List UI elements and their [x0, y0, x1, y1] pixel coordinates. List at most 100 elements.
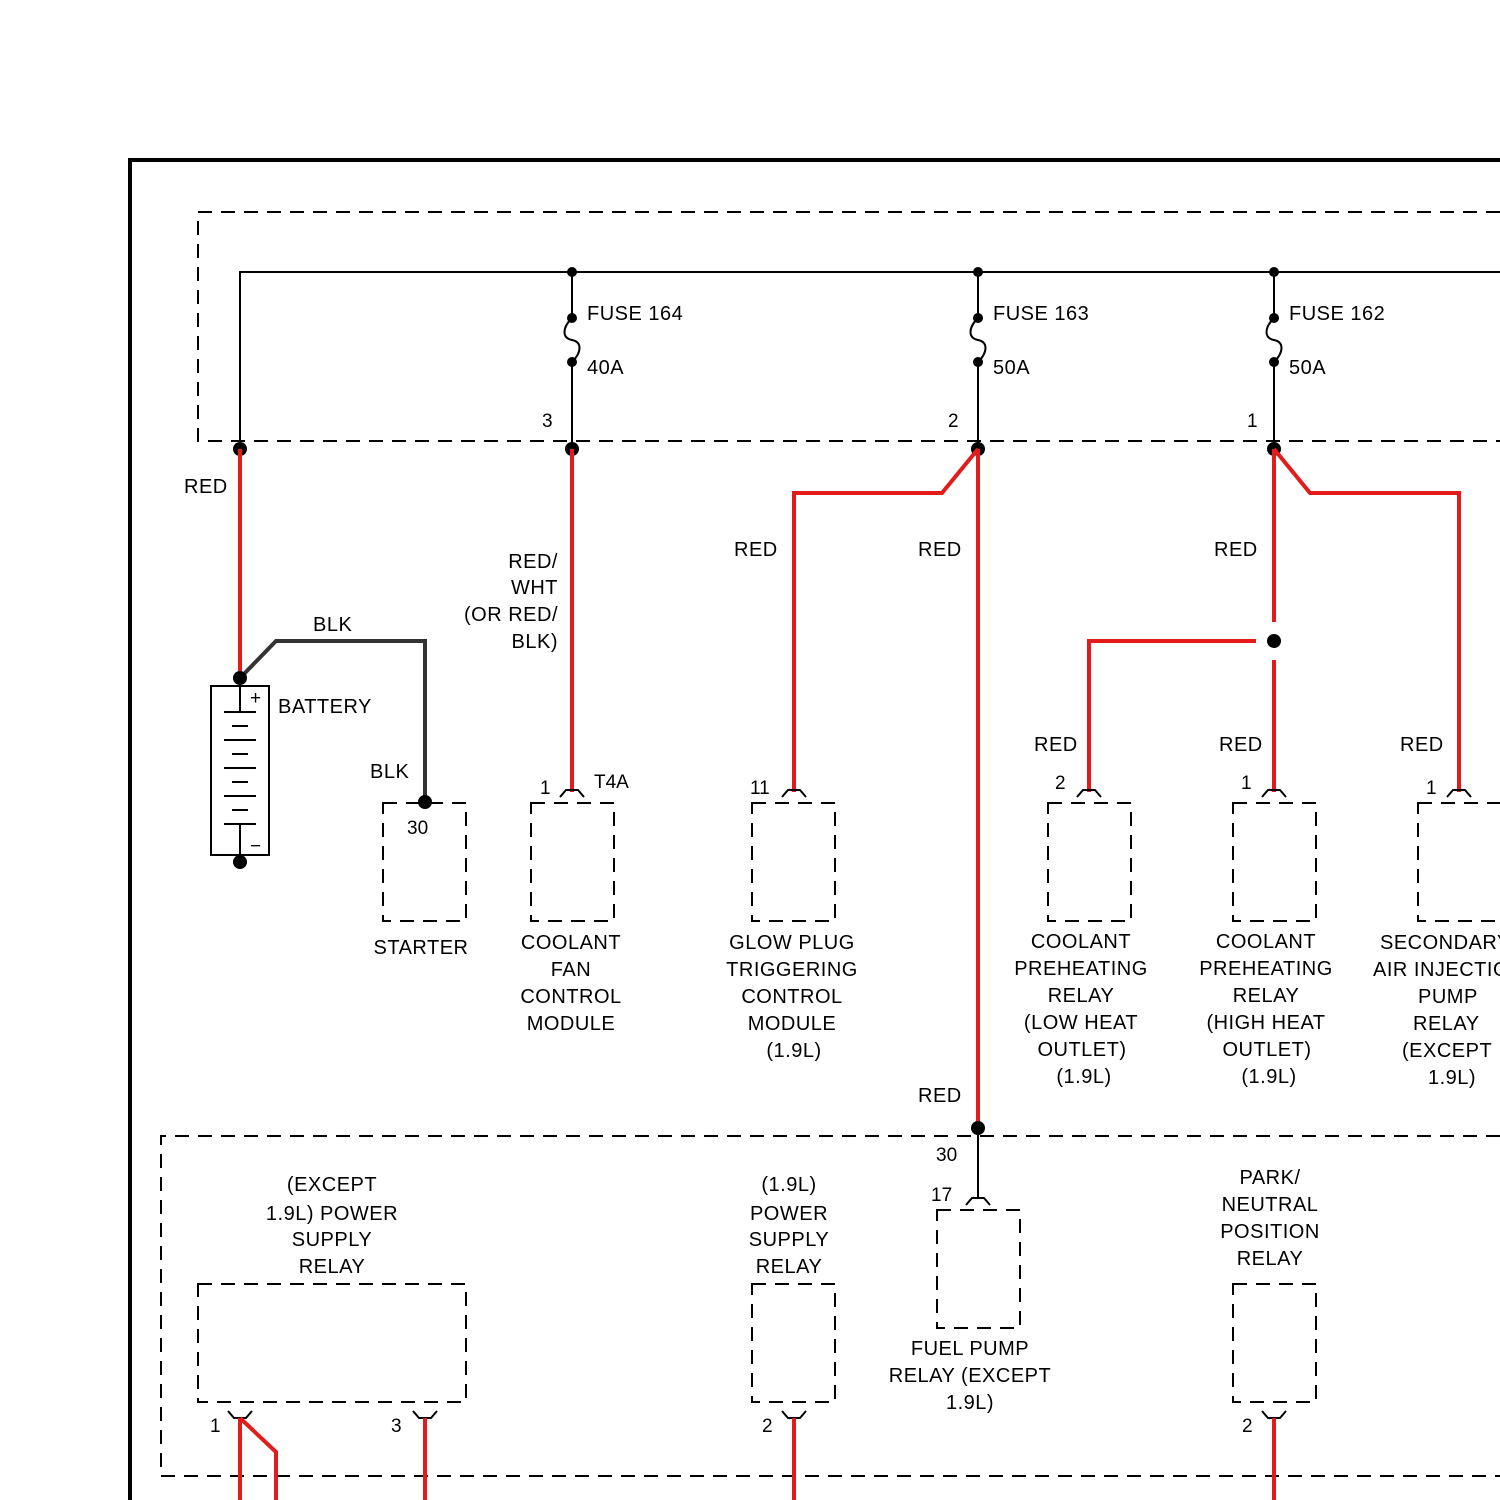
sec-air-wire-label: RED: [1400, 734, 1444, 756]
fuse-163: FUSE 163 50A 2: [948, 272, 1089, 449]
fuse162-wire-label: RED: [1214, 539, 1258, 561]
park-neutral-relay: PARK/ NEUTRAL POSITION RELAY 2: [1220, 1167, 1320, 1437]
svg-text:RED/: RED/: [508, 551, 558, 573]
svg-text:PREHEATING: PREHEATING: [1199, 958, 1333, 980]
svg-text:AIR INJECTION: AIR INJECTION: [1373, 959, 1500, 981]
glow-plug-wire-label: RED: [734, 539, 778, 561]
svg-text:SUPPLY: SUPPLY: [292, 1229, 372, 1251]
wire-blk-label-starter: BLK: [370, 761, 409, 783]
svg-text:OUTLET): OUTLET): [1222, 1039, 1311, 1061]
fuse-162-terminal: 1: [1247, 411, 1258, 432]
svg-text:CONTROL: CONTROL: [520, 986, 621, 1008]
svg-text:(1.9L): (1.9L): [761, 1174, 816, 1196]
svg-text:(1.9L): (1.9L): [1056, 1066, 1111, 1088]
fuse-162-rating: 50A: [1289, 357, 1326, 379]
svg-text:(EXCEPT: (EXCEPT: [1402, 1040, 1492, 1062]
svg-text:RELAY: RELAY: [1237, 1248, 1304, 1270]
battery: + − BATTERY: [211, 686, 372, 869]
svg-text:POWER: POWER: [750, 1203, 828, 1225]
fuse-162-name: FUSE 162: [1289, 303, 1385, 325]
svg-text:COOLANT: COOLANT: [1031, 931, 1131, 953]
svg-text:PUMP: PUMP: [1418, 986, 1478, 1008]
battery-minus: −: [250, 836, 261, 857]
fuse-164-terminal: 3: [542, 411, 553, 432]
svg-text:MODULE: MODULE: [527, 1013, 616, 1035]
svg-text:PREHEATING: PREHEATING: [1014, 958, 1148, 980]
fuse163-wire-label: RED: [918, 539, 962, 561]
wire-power-supply-except-1b: [240, 1418, 276, 1500]
svg-text:(OR RED/: (OR RED/: [464, 604, 558, 626]
svg-text:RELAY: RELAY: [299, 1256, 366, 1278]
svg-text:CONTROL: CONTROL: [741, 986, 842, 1008]
coolant-preheating-relay-low: 2 COOLANT PREHEATING RELAY (LOW HEAT OUT…: [1014, 773, 1148, 1088]
fuel-pump-wire-label: RED: [918, 1085, 962, 1107]
high-heat-wire-label: RED: [1219, 734, 1263, 756]
secondary-air-pump-relay: 1 SECONDARY AIR INJECTION PUMP RELAY (EX…: [1373, 778, 1500, 1089]
starter-label: STARTER: [374, 937, 469, 959]
svg-text:(1.9L): (1.9L): [1241, 1066, 1296, 1088]
fuse-164-rating: 40A: [587, 357, 624, 379]
svg-text:(HIGH HEAT: (HIGH HEAT: [1206, 1012, 1325, 1034]
fuse-162: FUSE 162 50A 1: [1247, 272, 1385, 449]
fuel-pump-pin: 17: [931, 1185, 952, 1206]
svg-text:NEUTRAL: NEUTRAL: [1222, 1194, 1319, 1216]
starter: 30 STARTER: [374, 803, 469, 959]
svg-text:WHT: WHT: [511, 577, 558, 599]
high-heat-pin: 1: [1241, 773, 1252, 794]
coolant-preheating-relay-high: 1 COOLANT PREHEATING RELAY (HIGH HEAT OU…: [1199, 773, 1333, 1088]
fuse-163-name: FUSE 163: [993, 303, 1089, 325]
svg-text:SUPPLY: SUPPLY: [749, 1229, 829, 1251]
fuse-164-name: FUSE 164: [587, 303, 683, 325]
fuse-163-rating: 50A: [993, 357, 1030, 379]
svg-text:COOLANT: COOLANT: [1216, 931, 1316, 953]
coolant-fan-module: 1 T4A COOLANT FAN CONTROL MODULE: [520, 772, 629, 1035]
splice-node: [1267, 634, 1281, 648]
svg-text:SECONDARY: SECONDARY: [1380, 932, 1500, 954]
fuse-164: FUSE 164 40A 3: [542, 272, 683, 449]
sec-air-pin: 1: [1426, 778, 1437, 799]
fuel-pump-relay: 30 17 FUEL PUMP RELAY (EXCEPT 1.9L): [889, 1128, 1051, 1414]
svg-text:RELAY: RELAY: [1048, 985, 1115, 1007]
wire-blk-label-top: BLK: [313, 614, 352, 636]
coolant-fan-pin: 1: [540, 778, 551, 799]
svg-text:MODULE: MODULE: [748, 1013, 837, 1035]
low-heat-pin: 2: [1055, 773, 1066, 794]
wire-glow-plug: [794, 449, 978, 792]
svg-text:GLOW PLUG: GLOW PLUG: [729, 932, 855, 954]
svg-text:(EXCEPT: (EXCEPT: [287, 1174, 377, 1196]
svg-text:OUTLET): OUTLET): [1037, 1039, 1126, 1061]
power-supply-relay-except: (EXCEPT 1.9L) POWER SUPPLY RELAY 1 3: [198, 1174, 466, 1437]
wire-battery-label: RED: [184, 476, 228, 498]
battery-label: BATTERY: [278, 696, 372, 718]
battery-minus-node: [233, 855, 247, 869]
svg-text:1.9L): 1.9L): [1428, 1067, 1476, 1089]
svg-text:PARK/: PARK/: [1239, 1167, 1300, 1189]
svg-text:BLK): BLK): [512, 631, 558, 653]
low-heat-wire-label: RED: [1034, 734, 1078, 756]
svg-text:RELAY: RELAY: [1233, 985, 1300, 1007]
glow-plug-pin: 11: [750, 778, 770, 799]
svg-text:(LOW HEAT: (LOW HEAT: [1024, 1012, 1138, 1034]
svg-text:RELAY: RELAY: [1413, 1013, 1480, 1035]
battery-plus-node: [233, 671, 247, 685]
coolant-fan-connector: T4A: [594, 772, 629, 793]
fuel-pump-terminal: 30: [936, 1145, 957, 1166]
power-supply-except-pin-3: 3: [391, 1416, 402, 1437]
power-supply-19-pin: 2: [762, 1416, 773, 1437]
svg-text:RELAY (EXCEPT: RELAY (EXCEPT: [889, 1365, 1051, 1387]
glow-plug-module: 11 GLOW PLUG TRIGGERING CONTROL MODULE (…: [726, 778, 858, 1062]
fuse-163-terminal: 2: [948, 411, 959, 432]
battery-plus: +: [250, 688, 261, 709]
svg-text:COOLANT: COOLANT: [521, 932, 621, 954]
coolant-fan-wire-label: RED/ WHT (OR RED/ BLK): [464, 551, 558, 653]
svg-text:FAN: FAN: [551, 959, 591, 981]
power-supply-relay-19: (1.9L) POWER SUPPLY RELAY 2: [749, 1174, 835, 1437]
svg-text:(1.9L): (1.9L): [766, 1040, 821, 1062]
wire-low-heat: [1089, 641, 1256, 792]
svg-text:POSITION: POSITION: [1220, 1221, 1320, 1243]
fuse-box-enclosure: [198, 212, 1500, 441]
svg-text:1.9L): 1.9L): [946, 1392, 994, 1414]
power-supply-except-pin-1: 1: [210, 1416, 221, 1437]
starter-pin: 30: [407, 818, 428, 839]
